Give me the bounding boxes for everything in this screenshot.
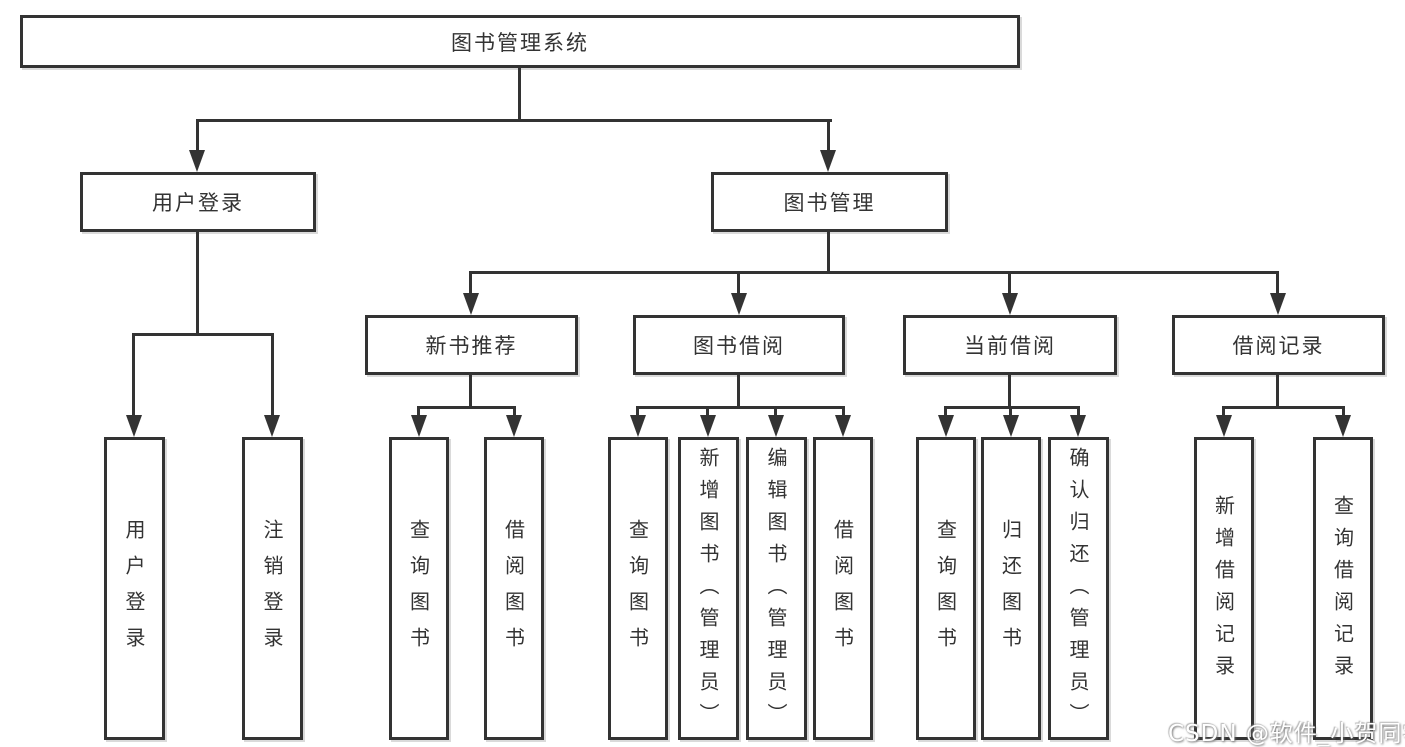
connector-bookborrow-horizontal [636, 406, 845, 409]
arrowhead-nb-borrow [506, 415, 522, 437]
arrowhead-cb-return [1003, 415, 1019, 437]
arrowhead-bb-add [700, 415, 716, 437]
connector-userlogin-vertical [196, 232, 199, 335]
connector-stem-bb-edit [774, 406, 777, 418]
node-user-login: 用户登录 [80, 172, 316, 232]
connector-borrowrecord-horizontal [1222, 406, 1345, 409]
connector-stem-nb-query [417, 406, 420, 418]
leaf-current-return-books: 归还图书 [981, 437, 1041, 740]
leaf-newbook-query-books: 查询图书 [389, 437, 449, 740]
connector-stem-bb-add [706, 406, 709, 418]
arrowhead-new-book [463, 293, 479, 315]
leaf-record-add-borrow-record: 新增借阅记录 [1194, 437, 1254, 740]
connector-bookmgmt-horizontal [469, 271, 1279, 274]
arrowhead-book-borrow [731, 293, 747, 315]
node-new-book-recommend: 新书推荐 [365, 315, 578, 375]
arrowhead-user-login [189, 150, 205, 172]
leaf-record-query-borrow-record: 查询借阅记录 [1313, 437, 1373, 740]
arrowhead-bb-borrow [835, 415, 851, 437]
connector-stem-new-book [469, 271, 472, 296]
connector-stem-current-borrow [1008, 271, 1011, 296]
leaf-newbook-borrow-books: 借阅图书 [484, 437, 544, 740]
arrowhead-book-mgmt [820, 150, 836, 172]
connector-stem-borrow-record [1276, 271, 1279, 296]
connector-stem-nb-borrow [513, 406, 516, 418]
arrowhead-login-leaf [126, 415, 142, 437]
connector-newbook-horizontal [417, 406, 516, 409]
arrowhead-br-query [1335, 415, 1351, 437]
node-root-library-system: 图书管理系统 [20, 15, 1020, 68]
arrowhead-cb-confirm [1070, 415, 1086, 437]
connector-currentborrow-horizontal [944, 406, 1080, 409]
connector-bookmgmt-vertical [827, 232, 830, 273]
node-book-management: 图书管理 [711, 172, 948, 232]
connector-newbook-vertical [469, 375, 472, 409]
connector-stem-cb-return [1009, 406, 1012, 418]
connector-stem-cb-confirm [1077, 406, 1080, 418]
connector-root-vertical [518, 68, 521, 121]
connector-borrowrecord-vertical [1276, 375, 1279, 409]
connector-stem-book-mgmt [827, 119, 830, 155]
connector-userlogin-horizontal [132, 333, 274, 336]
leaf-current-query-books: 查询图书 [916, 437, 976, 740]
connector-stem-login-leaf [132, 333, 135, 418]
arrowhead-bb-edit [768, 415, 784, 437]
arrowhead-bb-query [630, 415, 646, 437]
connector-stem-logout-leaf [271, 333, 274, 418]
arrowhead-borrow-record [1270, 293, 1286, 315]
connector-currentborrow-vertical [1008, 375, 1011, 409]
connector-stem-bb-query [636, 406, 639, 418]
leaf-logout: 注销登录 [242, 437, 303, 740]
connector-stem-book-borrow [737, 271, 740, 296]
arrowhead-nb-query [411, 415, 427, 437]
connector-root-horizontal [196, 119, 832, 122]
arrowhead-current-borrow [1002, 293, 1018, 315]
connector-stem-br-query [1342, 406, 1345, 418]
leaf-user-login: 用户登录 [104, 437, 165, 740]
connector-bookborrow-vertical [737, 375, 740, 409]
leaf-borrowing-add-books-admin: 新增图书（管理员） [678, 437, 739, 740]
connector-stem-user-login [196, 119, 199, 155]
arrowhead-logout-leaf [264, 415, 280, 437]
arrowhead-cb-query [938, 415, 954, 437]
leaf-current-confirm-return-admin: 确认归还（管理员） [1048, 437, 1109, 740]
leaf-borrowing-query-books: 查询图书 [608, 437, 668, 740]
connector-stem-bb-borrow [842, 406, 845, 418]
node-current-borrowing: 当前借阅 [903, 315, 1117, 375]
leaf-borrowing-edit-books-admin: 编辑图书（管理员） [746, 437, 807, 740]
connector-stem-br-add [1222, 406, 1225, 418]
node-borrow-records: 借阅记录 [1172, 315, 1385, 375]
connector-stem-cb-query [944, 406, 947, 418]
csdn-watermark: CSDN @软件_小贺同学 [1168, 721, 1405, 747]
arrowhead-br-add [1216, 415, 1232, 437]
leaf-borrowing-borrow-books: 借阅图书 [813, 437, 873, 740]
node-book-borrowing: 图书借阅 [633, 315, 845, 375]
